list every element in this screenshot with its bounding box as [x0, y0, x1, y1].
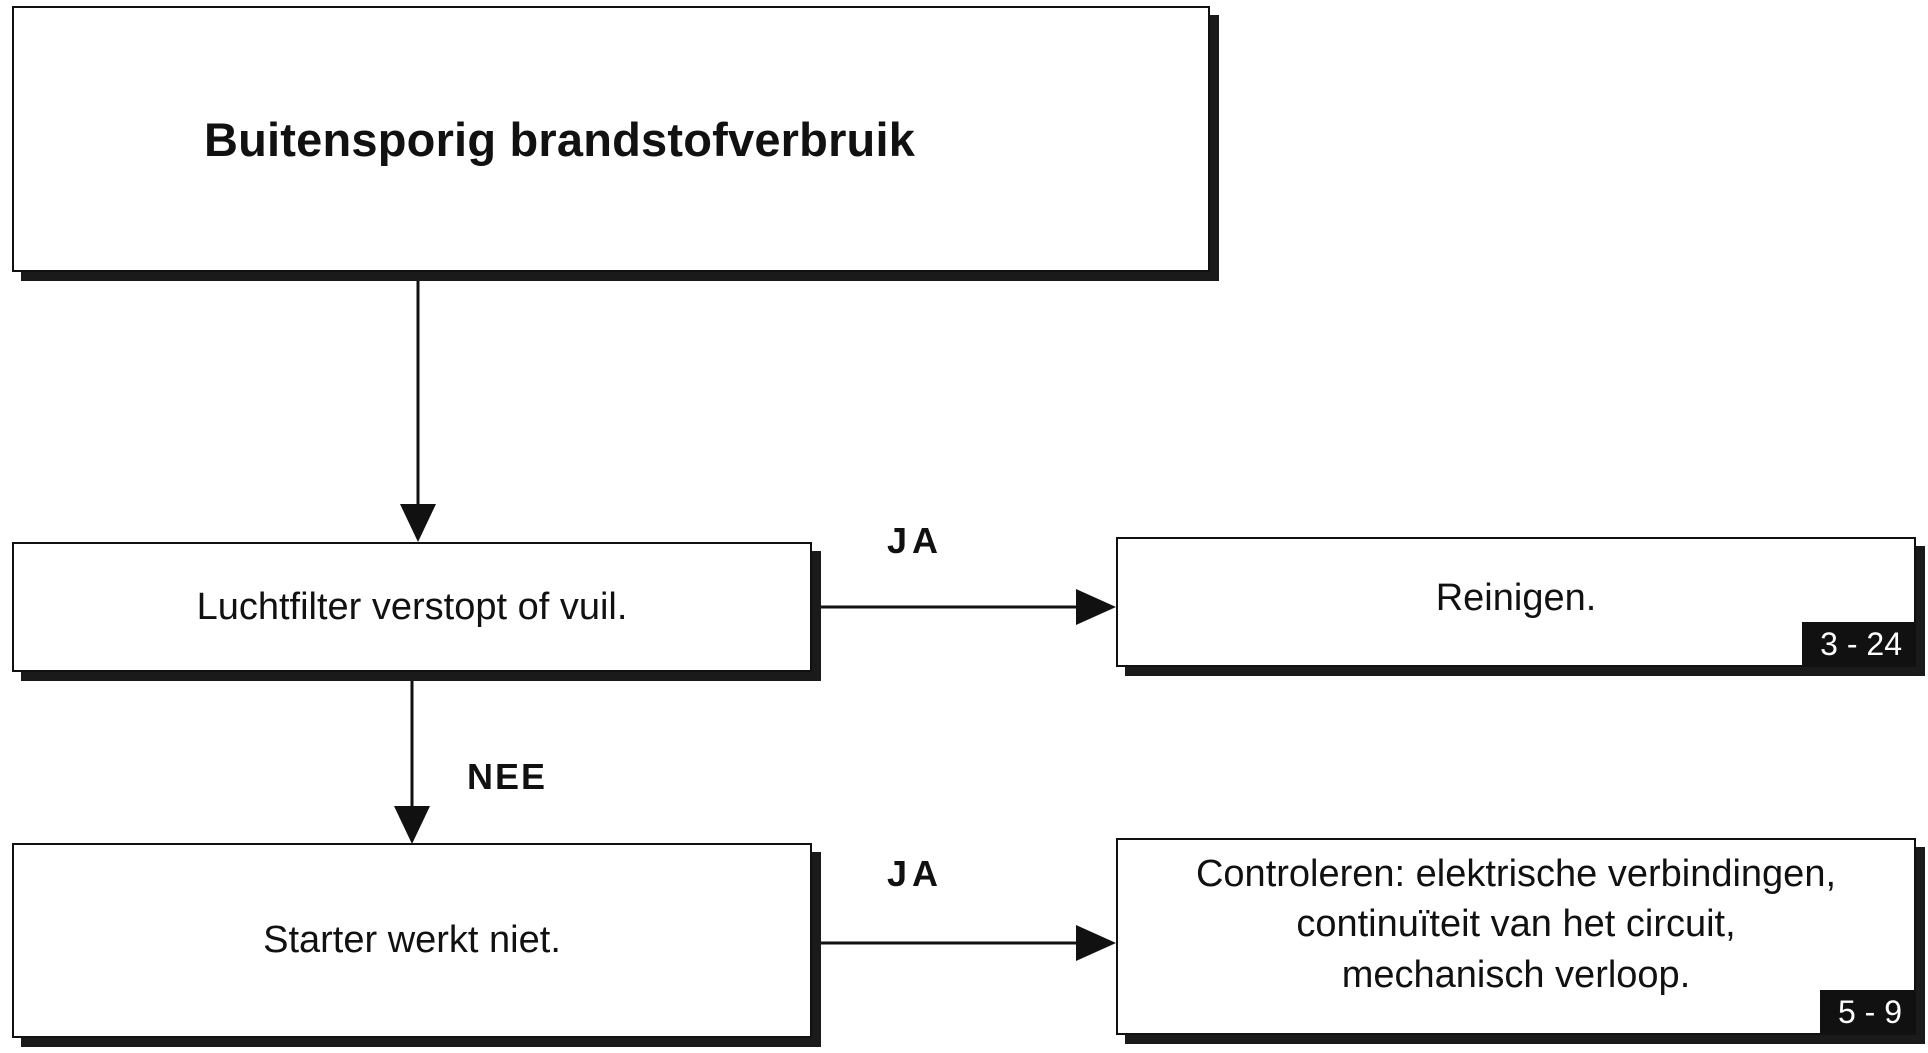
no-label: NEE [467, 756, 548, 797]
yes-label: JA [887, 520, 944, 561]
arrowhead-q2-to-a2 [1076, 925, 1116, 961]
action-text: Controleren: elektrische verbindingen, c… [1195, 853, 1837, 996]
page-reference-badge: 5 - 9 [1819, 990, 1916, 1035]
diagram-title: Buitensporig brandstofverbruik [204, 113, 916, 166]
page-reference-badge: 3 - 24 [1802, 622, 1916, 667]
action-text: Reinigen. [1435, 576, 1597, 619]
question-text: Starter werkt niet. [263, 919, 561, 962]
arrowhead-q1-to-q2 [394, 806, 430, 844]
arrowhead-title-to-q1 [400, 504, 436, 542]
question-text: Luchtfilter verstopt of vuil. [196, 585, 628, 628]
action-box-clean: Reinigen. 3 - 24 [1116, 537, 1916, 667]
question-box-air-filter: Luchtfilter verstopt of vuil. [12, 542, 812, 672]
question-box-starter: Starter werkt niet. [12, 843, 812, 1038]
yes-label: JA [887, 853, 944, 894]
title-box: Buitensporig brandstofverbruik [12, 6, 1210, 272]
arrowhead-q1-to-a1 [1076, 589, 1116, 625]
action-box-check: Controleren: elektrische verbindingen, c… [1116, 838, 1916, 1035]
